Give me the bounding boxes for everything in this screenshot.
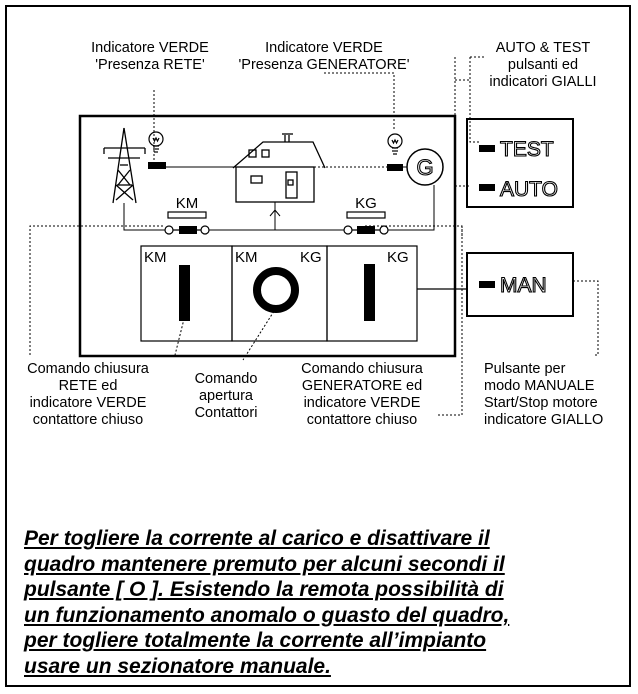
man-box	[466, 252, 574, 317]
kg-box-label: KG	[387, 249, 409, 266]
power-pylon-icon	[103, 127, 146, 204]
cmd-generatore-label: Comando chiusura GENERATORE ed indicator…	[301, 361, 423, 428]
km-box-label: KM	[144, 249, 167, 266]
generator-indicator-label: Indicatore VERDE 'Presenza GENERATORE'	[238, 40, 410, 73]
house-icon	[232, 133, 326, 203]
rete-indicator-label: Indicatore VERDE 'Presenza RETE'	[91, 40, 209, 73]
kg-button-box	[326, 245, 418, 342]
kg-switch-symbol	[343, 211, 389, 235]
km-button-bar	[179, 265, 190, 321]
cmd-rete-label: Comando chiusura RETE ed indicatore VERD…	[27, 361, 149, 428]
kg-o-box-label: KG	[300, 249, 322, 266]
bulb-icon-generator	[387, 133, 403, 155]
outer-frame	[5, 5, 631, 687]
man-led	[479, 281, 495, 288]
kg-switch-label: KG	[355, 195, 377, 212]
man-description-label: Pulsante per modo MANUALE Start/Stop mot…	[484, 361, 604, 428]
man-button-label[interactable]: MAN	[499, 273, 547, 297]
auto-test-label: AUTO & TEST pulsanti ed indicatori GIALL…	[489, 40, 597, 90]
kg-contactor-led	[357, 226, 375, 234]
kg-button-bar	[364, 264, 375, 321]
rete-indicator-led	[148, 162, 166, 169]
panel-outline	[78, 114, 457, 358]
test-button-label[interactable]: TEST	[499, 137, 554, 161]
auto-test-box	[466, 118, 574, 208]
test-led	[479, 145, 495, 152]
warning-note: Per togliere la corrente al carico e dis…	[24, 527, 510, 678]
auto-led	[479, 184, 495, 191]
km-contactor-led	[179, 226, 197, 234]
generator-indicator-led	[387, 164, 403, 171]
cmd-apertura-label: Comando apertura Contattori	[194, 371, 258, 421]
bulb-icon	[148, 131, 164, 153]
km-switch-label: KM	[176, 195, 199, 212]
km-o-box-label: KM	[235, 249, 258, 266]
off-button-ring	[253, 267, 299, 313]
auto-button-label[interactable]: AUTO	[499, 177, 558, 201]
generator-symbol: G	[416, 155, 433, 180]
